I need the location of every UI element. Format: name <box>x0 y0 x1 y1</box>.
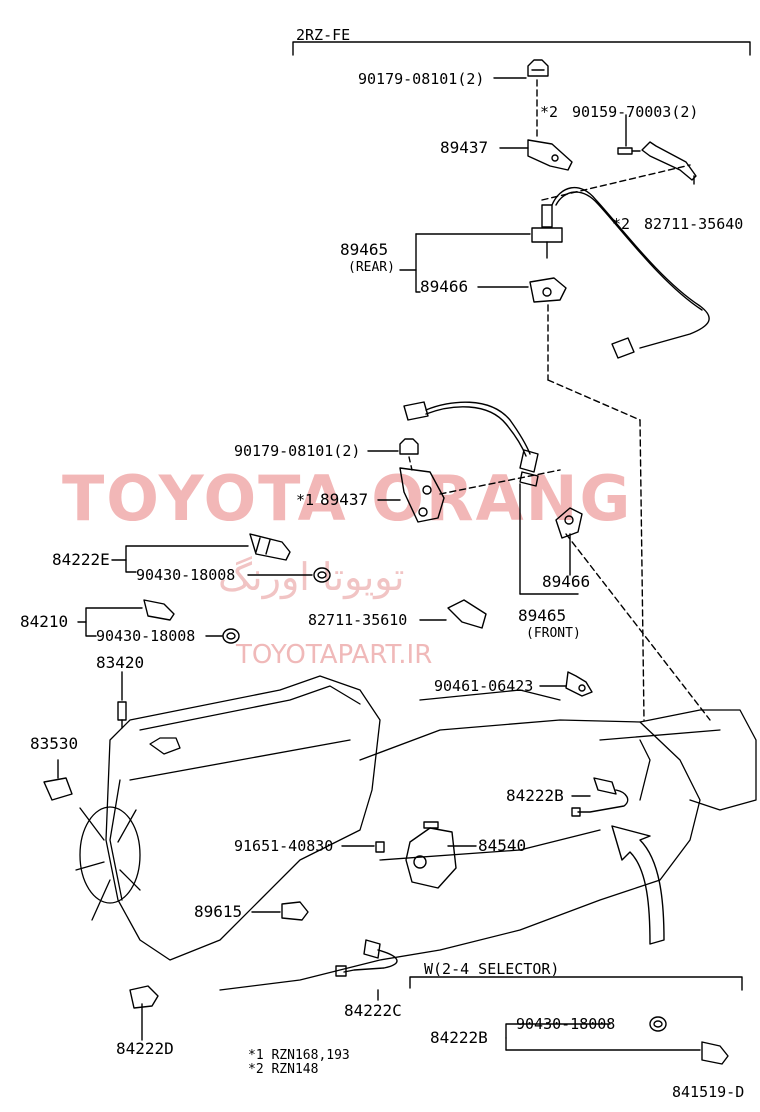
wire-bracket-icon <box>641 141 697 185</box>
label-89615: 89615 <box>194 902 243 921</box>
label-90430-a: 90430-18008 <box>136 566 236 584</box>
label-star1: *1 <box>296 491 315 509</box>
wire-bracket-mid-icon <box>447 599 487 629</box>
washer-a-icon <box>313 567 331 583</box>
label-90159: 90159-70003(2) <box>572 103 699 121</box>
heat-insulator-mid-icon <box>399 467 445 523</box>
switch-84222c-icon <box>335 939 398 977</box>
washer-b-icon <box>222 628 240 644</box>
sensor-89615-icon <box>281 901 309 921</box>
label-89437-top: 89437 <box>440 138 489 157</box>
switch-84222d-icon <box>129 985 159 1009</box>
label-star2-b: *2 <box>612 215 631 233</box>
top-section-bracket <box>292 41 751 56</box>
switch-84222b-top-icon <box>571 777 629 817</box>
bolt-91651-icon <box>375 841 385 853</box>
section-title-top: 2RZ-FE <box>296 26 351 44</box>
label-front: (FRONT) <box>526 626 581 641</box>
gasket-rear-icon <box>529 277 567 303</box>
label-91651: 91651-40830 <box>234 837 334 855</box>
note-star2: *2 RZN148 <box>248 1062 319 1077</box>
label-89437-mid: 89437 <box>320 490 369 509</box>
label-90179-mid: 90179-08101(2) <box>234 442 361 460</box>
clamp-icon <box>565 671 593 697</box>
watermark-text: TOYOTA ORANG <box>62 462 633 535</box>
label-84210: 84210 <box>20 612 69 631</box>
label-84222c: 84222C <box>344 1001 402 1020</box>
label-84540: 84540 <box>478 836 527 855</box>
figure-number: 841519-D <box>672 1083 745 1101</box>
sender-83530-icon <box>43 777 73 801</box>
screw-icon <box>617 147 641 155</box>
label-90430-b: 90430-18008 <box>96 627 196 645</box>
connector-rear-icon <box>611 337 635 359</box>
washer-c-icon <box>649 1016 667 1032</box>
bolt-icon <box>527 59 549 77</box>
label-89465-rear: 89465 <box>340 240 389 259</box>
switch-84210-icon <box>143 599 175 621</box>
neutral-switch-icon <box>405 821 457 889</box>
label-82711-35640: 82711-35640 <box>644 215 744 233</box>
label-89466-front: 89466 <box>542 572 591 591</box>
gasket-front-icon <box>555 507 583 539</box>
label-82711-35610: 82711-35610 <box>308 611 408 629</box>
connector-front-icon <box>403 401 429 421</box>
oxygen-sensor-rear-icon <box>531 204 563 259</box>
label-83530: 83530 <box>30 734 79 753</box>
label-90179-top: 90179-08101(2) <box>358 70 485 88</box>
label-84222d: 84222D <box>116 1039 174 1058</box>
label-83420: 83420 <box>96 653 145 672</box>
bolt-mid-icon <box>399 438 419 455</box>
label-90430-c: 90430-18008 <box>516 1015 616 1033</box>
label-rear: (REAR) <box>348 260 395 275</box>
switch-84222e-icon <box>249 533 291 561</box>
watermark-persian: تویوتا اورنگ <box>218 555 405 599</box>
label-84222b-bottom: 84222B <box>430 1028 488 1047</box>
heat-insulator-icon <box>527 139 573 171</box>
engine-block-icon <box>75 675 757 991</box>
label-89466-rear: 89466 <box>420 277 469 296</box>
label-84222b-top: 84222B <box>506 786 564 805</box>
note-star1: *1 RZN168,193 <box>248 1048 350 1063</box>
label-84222e: 84222E <box>52 550 110 569</box>
label-90461: 90461-06423 <box>434 677 534 695</box>
label-89465-front: 89465 <box>518 606 567 625</box>
label-star2-a: *2 <box>540 103 559 121</box>
watermark-url: TOYOTAPART.IR <box>236 640 433 670</box>
arrow-icon <box>611 825 665 945</box>
sensor-83420-icon <box>117 701 127 729</box>
section-title-bottom: W(2-4 SELECTOR) <box>424 960 560 978</box>
switch-84222b-bottom-icon <box>701 1041 729 1065</box>
bottom-section-bracket <box>409 976 743 991</box>
oxygen-sensor-front-icon <box>519 449 539 487</box>
